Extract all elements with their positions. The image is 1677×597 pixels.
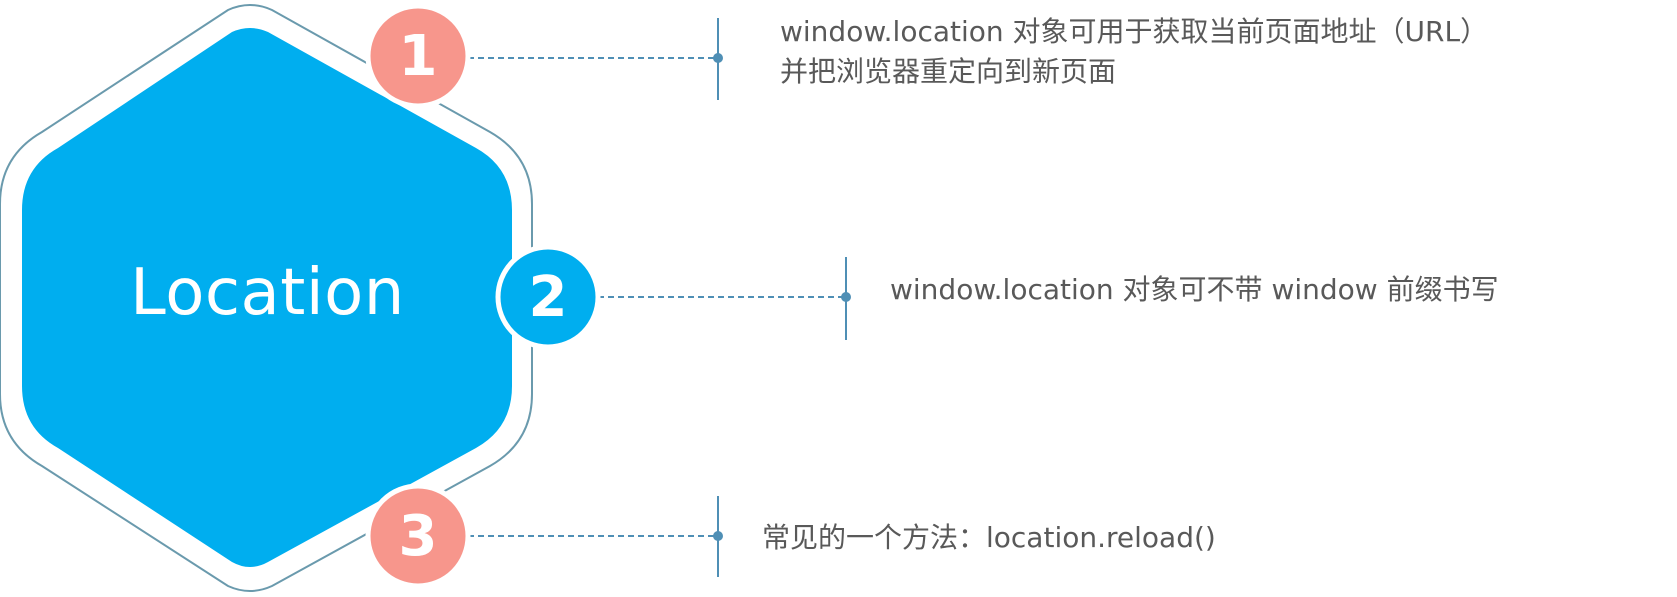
badge-2-circle — [495, 244, 601, 350]
item-2-description: window.location 对象可不带 window 前缀书写 — [890, 270, 1499, 310]
center-label: Location — [130, 256, 405, 330]
item-3-description: 常见的一个方法：location.reload() — [762, 518, 1216, 558]
badge-3-circle — [365, 483, 471, 589]
hexagon-outline — [0, 4, 533, 592]
item-3-line-1: 常见的一个方法：location.reload() — [762, 521, 1216, 554]
item-1-line-1: window.location 对象可用于获取当前页面地址（URL） — [780, 15, 1489, 48]
item-1-line-2: 并把浏览器重定向到新页面 — [780, 55, 1117, 88]
hexagon-fill — [22, 28, 512, 567]
item-1-description: window.location 对象可用于获取当前页面地址（URL） 并把浏览器… — [780, 12, 1488, 92]
badge-2-number: 2 — [528, 264, 568, 330]
badge-3-number: 3 — [398, 503, 438, 569]
item-2-line-1: window.location 对象可不带 window 前缀书写 — [890, 273, 1499, 306]
badge-1-number: 1 — [398, 23, 438, 89]
badge-1-circle — [365, 3, 471, 109]
